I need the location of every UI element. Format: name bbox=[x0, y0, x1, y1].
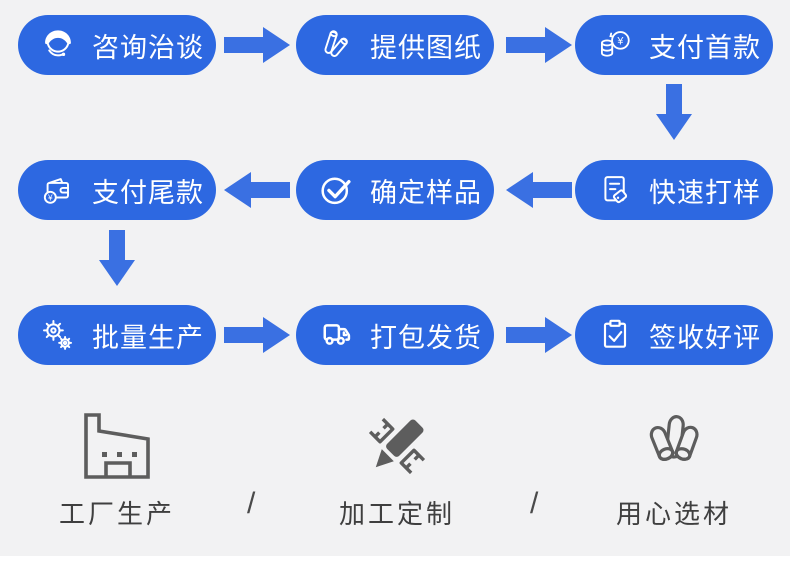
arrow-down-icon bbox=[99, 230, 135, 286]
step-pill-mass-production: 批量生产 bbox=[18, 305, 216, 365]
gears-icon bbox=[38, 315, 78, 355]
step-label: 确定样品 bbox=[370, 177, 482, 208]
arrow-right-icon bbox=[506, 27, 572, 63]
material-rolls-icon bbox=[636, 408, 712, 484]
truck-icon bbox=[316, 315, 356, 355]
step-label: 支付尾款 bbox=[92, 177, 204, 208]
bottom-white-strip bbox=[0, 556, 790, 563]
step-pill-confirm-sample: 确定样品 bbox=[296, 160, 494, 220]
arrow-right-icon bbox=[224, 27, 290, 63]
step-pill-consult: 咨询治谈 bbox=[18, 15, 216, 75]
arrow-left-icon bbox=[224, 172, 290, 208]
feature-label: 工厂生产 bbox=[58, 499, 175, 529]
arrow-right-icon bbox=[224, 317, 290, 353]
arrow-right-icon bbox=[506, 317, 572, 353]
step-pill-drawings: 提供图纸 bbox=[296, 15, 494, 75]
factory-icon bbox=[79, 408, 155, 484]
step-label: 快速打样 bbox=[649, 177, 761, 208]
separator-slash: / bbox=[530, 487, 539, 520]
pencil-ruler-icon bbox=[359, 408, 435, 484]
check-circle-icon bbox=[316, 170, 356, 210]
clipboard-check-icon bbox=[595, 315, 635, 355]
wallet-yuan-icon: ¥ bbox=[38, 170, 78, 210]
step-label: 提供图纸 bbox=[370, 32, 482, 63]
step-pill-pack-ship: 打包发货 bbox=[296, 305, 494, 365]
document-tag-icon bbox=[595, 170, 635, 210]
svg-text:¥: ¥ bbox=[47, 193, 53, 203]
step-label: 咨询治谈 bbox=[92, 32, 204, 63]
headset-agent-icon bbox=[38, 25, 78, 65]
step-label: 支付首款 bbox=[649, 32, 761, 63]
step-pill-final-payment: ¥ 支付尾款 bbox=[18, 160, 216, 220]
feature-materials: 用心选材 bbox=[574, 408, 774, 531]
feature-customization: 加工定制 bbox=[297, 408, 497, 531]
step-label: 打包发货 bbox=[370, 322, 482, 353]
step-pill-sign-review: 签收好评 bbox=[575, 305, 773, 365]
step-label: 批量生产 bbox=[92, 322, 204, 353]
arrow-down-icon bbox=[656, 84, 692, 140]
feature-label: 加工定制 bbox=[338, 499, 455, 529]
feature-factory: 工厂生产 bbox=[17, 408, 217, 531]
coins-yuan-icon: ¥ bbox=[595, 25, 635, 65]
step-pill-first-payment: ¥ 支付首款 bbox=[575, 15, 773, 75]
step-pill-quick-sampling: 快速打样 bbox=[575, 160, 773, 220]
blueprint-rolls-icon bbox=[316, 25, 356, 65]
arrow-left-icon bbox=[506, 172, 572, 208]
feature-label: 用心选材 bbox=[615, 499, 732, 529]
step-label: 签收好评 bbox=[649, 322, 761, 353]
svg-text:¥: ¥ bbox=[616, 36, 624, 48]
separator-slash: / bbox=[247, 487, 256, 520]
